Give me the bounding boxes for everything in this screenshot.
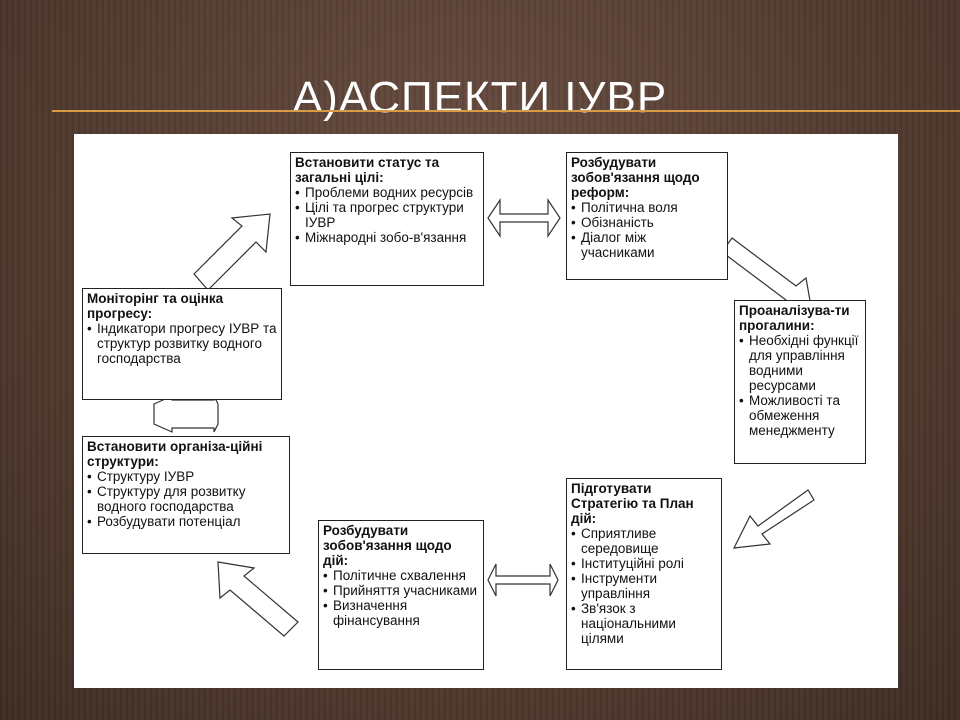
title-underline [52, 110, 960, 112]
box-heading: Розбудувати зобов'язання щодо реформ: [571, 155, 700, 200]
list-item: Розбудувати потенціал [87, 514, 285, 529]
list-item: Структуру для розвитку водного господарс… [87, 484, 285, 514]
list-item: Політична воля [571, 200, 723, 215]
box-heading: Встановити статус та загальні цілі: [295, 155, 440, 185]
list-item: Структуру ІУВР [87, 469, 285, 484]
slide-title: А)АСПЕКТИ ІУВР [292, 73, 668, 122]
list-item: Міжнародні зобо-в'язання [295, 230, 479, 245]
list-item: Необхідні функції для управління водними… [739, 333, 861, 393]
list-item: Діалог між учасниками [571, 230, 723, 260]
box-commitments-action: Розбудувати зобов'язання щодо дій: Політ… [318, 520, 484, 670]
list-item: Визначення фінансування [323, 598, 479, 628]
box-org-structures: Встановити організа-ційні структури: Стр… [82, 436, 290, 554]
list-item: Сприятливе середовище [571, 526, 717, 556]
list-item: Індикатори прогресу ІУВР та структур роз… [87, 321, 277, 366]
box-heading: Моніторінг та оцінка прогресу: [87, 291, 224, 321]
box-commitments-reform: Розбудувати зобов'язання щодо реформ: По… [566, 152, 728, 280]
double-arrow-left [153, 395, 219, 433]
arrow-monitoring-to-status [193, 213, 271, 291]
diagram-panel: Встановити статус та загальні цілі: Проб… [74, 134, 898, 688]
list-item: Можливості та обмеження менеджменту [739, 393, 861, 438]
list-item: Політичне схвалення [323, 568, 479, 583]
arrow-action-to-structures [217, 561, 299, 637]
list-item: Цілі та прогрес структури ІУВР [295, 200, 479, 230]
box-set-status: Встановити статус та загальні цілі: Проб… [290, 152, 484, 286]
list-item: Проблеми водних ресурсів [295, 185, 479, 200]
box-heading: Підготувати Стратегію та План дій: [571, 481, 694, 526]
box-heading: Проаналізува-ти прогалини: [739, 303, 850, 333]
box-monitoring: Моніторінг та оцінка прогресу: Індикатор… [82, 288, 282, 400]
list-item: Обізнаність [571, 215, 723, 230]
box-strategy-plan: Підготувати Стратегію та План дій: Сприя… [566, 478, 722, 670]
list-item: Інституційні ролі [571, 556, 717, 571]
diagram-arrows [153, 198, 815, 637]
box-analyze-gaps: Проаналізува-ти прогалини: Необхідні фун… [734, 300, 866, 464]
arrow-gaps-to-strategy [732, 489, 815, 549]
double-arrow-top [487, 198, 561, 238]
box-heading: Встановити організа-ційні структури: [87, 439, 263, 469]
list-item: Інструменти управління [571, 571, 717, 601]
double-arrow-bottom [487, 563, 559, 597]
list-item: Прийняття учасниками [323, 583, 479, 598]
box-heading: Розбудувати зобов'язання щодо дій: [323, 523, 452, 568]
list-item: Зв'язок з національними цілями [571, 601, 717, 646]
